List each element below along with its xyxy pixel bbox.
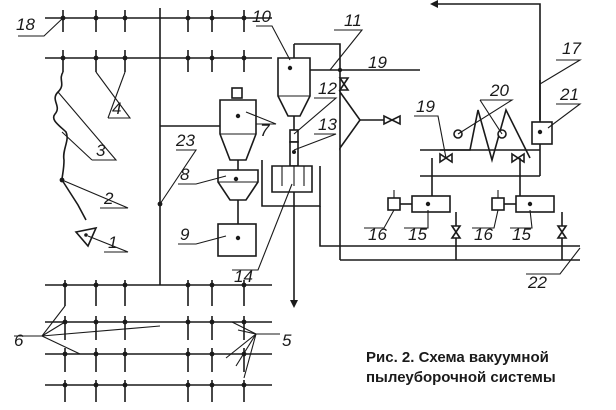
valves-22 (450, 212, 568, 260)
upper-branch-drops (62, 10, 245, 72)
figure-caption-line-2: пылеуборочной системы (366, 369, 556, 386)
receiver-15-left (411, 195, 451, 213)
separator-10 (277, 44, 311, 130)
label-13: 13 (318, 115, 337, 134)
hose-assembly (52, 71, 98, 248)
label-15-left: 15 (408, 225, 427, 244)
valve-icon (383, 114, 401, 126)
label-18: 18 (16, 15, 35, 34)
label-4: 4 (112, 99, 121, 118)
label-16-right: 16 (474, 225, 493, 244)
container-9 (217, 223, 257, 257)
label-7: 7 (260, 121, 270, 140)
label-17: 17 (562, 39, 581, 58)
label-12: 12 (318, 79, 337, 98)
label-11: 11 (344, 11, 362, 30)
lower-branch-drops (64, 280, 245, 402)
label-23: 23 (175, 131, 195, 150)
upper-pipe-network (45, 10, 272, 72)
lower-pipe-network (45, 280, 272, 402)
figure-caption-line-1: Рис. 2. Схема вакуумной (366, 349, 549, 366)
label-8: 8 (180, 165, 190, 184)
label-6: 6 (14, 331, 24, 350)
bath-14 (271, 165, 313, 308)
valve-19-right (439, 152, 525, 164)
lower-outlet-nodes (62, 282, 247, 388)
label-22: 22 (527, 273, 547, 292)
label-10: 10 (252, 7, 271, 26)
label-1: 1 (108, 233, 117, 252)
label-16-left: 16 (368, 225, 387, 244)
hopper-8 (217, 169, 259, 224)
upper-outlet-nodes (60, 15, 247, 61)
motor-16-right (491, 197, 505, 211)
unit-21 (531, 121, 553, 145)
ejector (339, 89, 361, 151)
receiver-15-right (515, 195, 555, 213)
label-2: 2 (103, 189, 114, 208)
valve-19-upper (338, 77, 350, 91)
filter-unit-7 (219, 87, 257, 170)
label-20: 20 (489, 81, 509, 100)
label-15-right: 15 (512, 225, 531, 244)
label-21: 21 (559, 85, 579, 104)
label-5: 5 (282, 331, 292, 350)
label-14: 14 (234, 267, 253, 286)
nozzle-icon (74, 226, 98, 248)
label-19-right: 19 (416, 97, 435, 116)
label-9: 9 (180, 225, 190, 244)
leader-lines (14, 17, 582, 379)
label-3: 3 (96, 141, 106, 160)
number-labels: 18 4 3 2 1 23 7 8 9 10 11 19 12 13 14 19… (14, 7, 581, 350)
motor-16-left (387, 197, 401, 211)
label-19-upper: 19 (368, 53, 387, 72)
